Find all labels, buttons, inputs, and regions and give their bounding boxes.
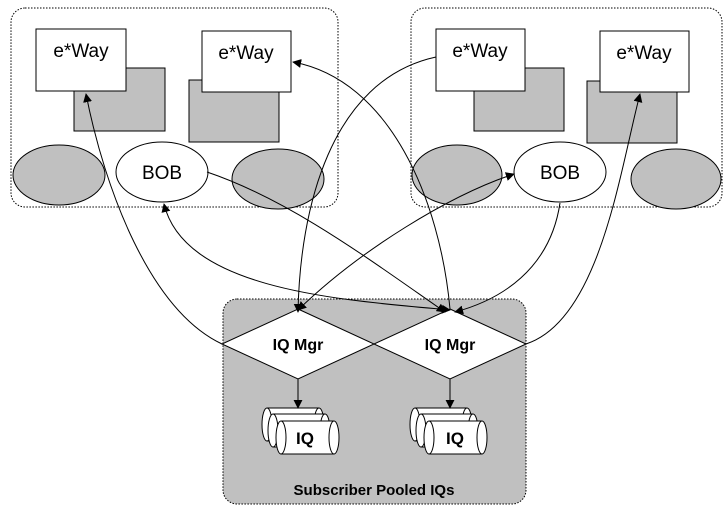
right-shadow-ellipse-a: [411, 144, 503, 206]
pool-label: Subscriber Pooled IQs: [294, 482, 455, 499]
right-iq-stack: IQ: [409, 407, 488, 455]
right-host-frame: [410, 7, 723, 208]
right-bob-label: BOB: [540, 163, 580, 184]
connection-arrows: [83, 56, 643, 345]
left-iq-stack: IQ: [261, 407, 340, 455]
right-eway-a-label: e*Way: [452, 41, 508, 62]
right-shadow-ellipse-b: [630, 148, 722, 210]
arrow-right-bob-to-right-mgr: [454, 202, 561, 315]
right-host-box: e*Way e*Way BOB: [410, 7, 723, 210]
subscriber-pool-box: IQ Mgr IQ Mgr IQ: [220, 298, 528, 505]
left-eway-a-box: [35, 28, 127, 92]
right-iq-label: IQ: [446, 429, 464, 448]
right-iq-manager-label: IQ Mgr: [425, 337, 476, 354]
left-host-box: e*Way e*Way BOB: [10, 7, 339, 210]
arrow-left-bob-to-right-mgr: [161, 203, 451, 314]
arrow-right-mgr-to-right-eway-b: [525, 93, 643, 345]
left-shadow-ellipse-b: [231, 148, 325, 210]
left-iq-manager-label: IQ Mgr: [273, 337, 324, 354]
arrow-left-mgr-to-left-eway-a: [83, 93, 223, 345]
right-eway-b-box: [599, 30, 690, 93]
left-eway-a-label: e*Way: [53, 41, 109, 62]
right-iq-cylinder-front: [423, 420, 488, 455]
arrow-left-bob-upper-to-right-mgr: [206, 171, 446, 313]
left-iq-label: IQ: [296, 429, 314, 448]
left-eway-b-label: e*Way: [218, 43, 274, 64]
left-shadow-ellipse-a: [12, 144, 106, 206]
left-bob-label: BOB: [142, 163, 182, 184]
left-eway-b-box: [201, 30, 292, 93]
right-bob-ellipse: [513, 141, 607, 203]
right-eway-a-box: [435, 28, 526, 92]
arrow-right-mgr-to-left-eway-b: [292, 59, 451, 310]
right-eway-b-label: e*Way: [616, 43, 672, 64]
left-iq-cylinder-front: [275, 420, 340, 455]
